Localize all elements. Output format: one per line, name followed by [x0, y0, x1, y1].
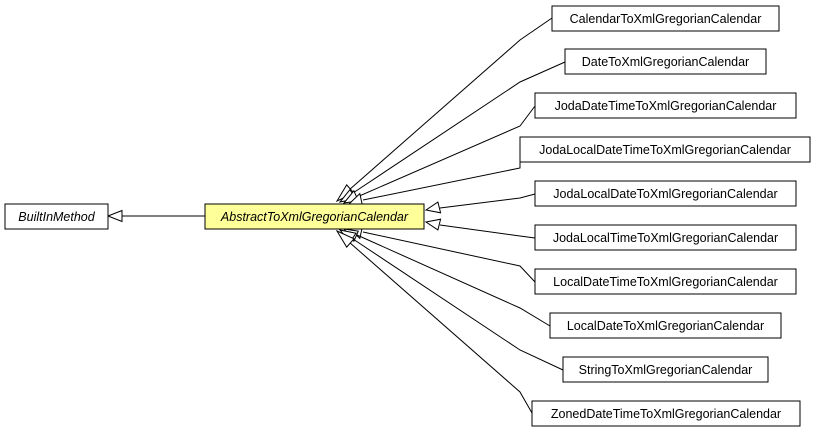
- subclass-node[interactable]: JodaLocalDateTimeToXmlGregorianCalendar: [519, 136, 811, 163]
- subclass-label: JodaDateTimeToXmlGregorianCalendar: [555, 99, 777, 113]
- edge-sub-4: [424, 193, 536, 214]
- subclass-label: LocalDateTimeToXmlGregorianCalendar: [553, 275, 778, 289]
- subclass-node[interactable]: StringToXmlGregorianCalendar: [562, 356, 769, 383]
- subclass-label: JodaLocalDateToXmlGregorianCalendar: [553, 187, 777, 201]
- subclass-node[interactable]: LocalDateTimeToXmlGregorianCalendar: [534, 268, 797, 295]
- subclass-node[interactable]: DateToXmlGregorianCalendar: [564, 48, 767, 75]
- base-class-label: BuiltInMethod: [18, 210, 95, 224]
- edge-sub-1: [338, 61, 566, 203]
- focus-class-node[interactable]: AbstractToXmlGregorianCalendar: [204, 203, 425, 230]
- edge-focus-to-base-arrowhead: [106, 209, 123, 223]
- subclass-node[interactable]: JodaLocalDateToXmlGregorianCalendar: [534, 180, 797, 207]
- subclass-node[interactable]: CalendarToXmlGregorianCalendar: [551, 5, 780, 32]
- subclass-label: DateToXmlGregorianCalendar: [582, 55, 749, 69]
- subclass-node[interactable]: JodaLocalTimeToXmlGregorianCalendar: [534, 224, 797, 251]
- base-class-node[interactable]: BuiltInMethod: [4, 203, 109, 230]
- subclass-node[interactable]: ZonedDateTimeToXmlGregorianCalendar: [531, 400, 801, 427]
- edge-sub-2: [342, 105, 536, 204]
- edge-sub-5: [424, 218, 536, 239]
- subclass-label: StringToXmlGregorianCalendar: [579, 363, 753, 377]
- edge-sub-3: [347, 150, 521, 205]
- edge-sub-0: [335, 17, 553, 203]
- subclass-node[interactable]: LocalDateToXmlGregorianCalendar: [549, 312, 782, 339]
- focus-class-label: AbstractToXmlGregorianCalendar: [220, 210, 409, 224]
- subclass-label: CalendarToXmlGregorianCalendar: [570, 12, 762, 26]
- subclass-label: JodaLocalTimeToXmlGregorianCalendar: [553, 231, 778, 245]
- subclass-node[interactable]: JodaDateTimeToXmlGregorianCalendar: [534, 92, 797, 119]
- edge-sub-9: [335, 229, 533, 414]
- subclass-label: JodaLocalDateTimeToXmlGregorianCalendar: [539, 143, 791, 157]
- subclass-label: ZonedDateTimeToXmlGregorianCalendar: [551, 407, 781, 421]
- subclass-label: LocalDateToXmlGregorianCalendar: [567, 319, 764, 333]
- edge-sub-7: [342, 228, 551, 327]
